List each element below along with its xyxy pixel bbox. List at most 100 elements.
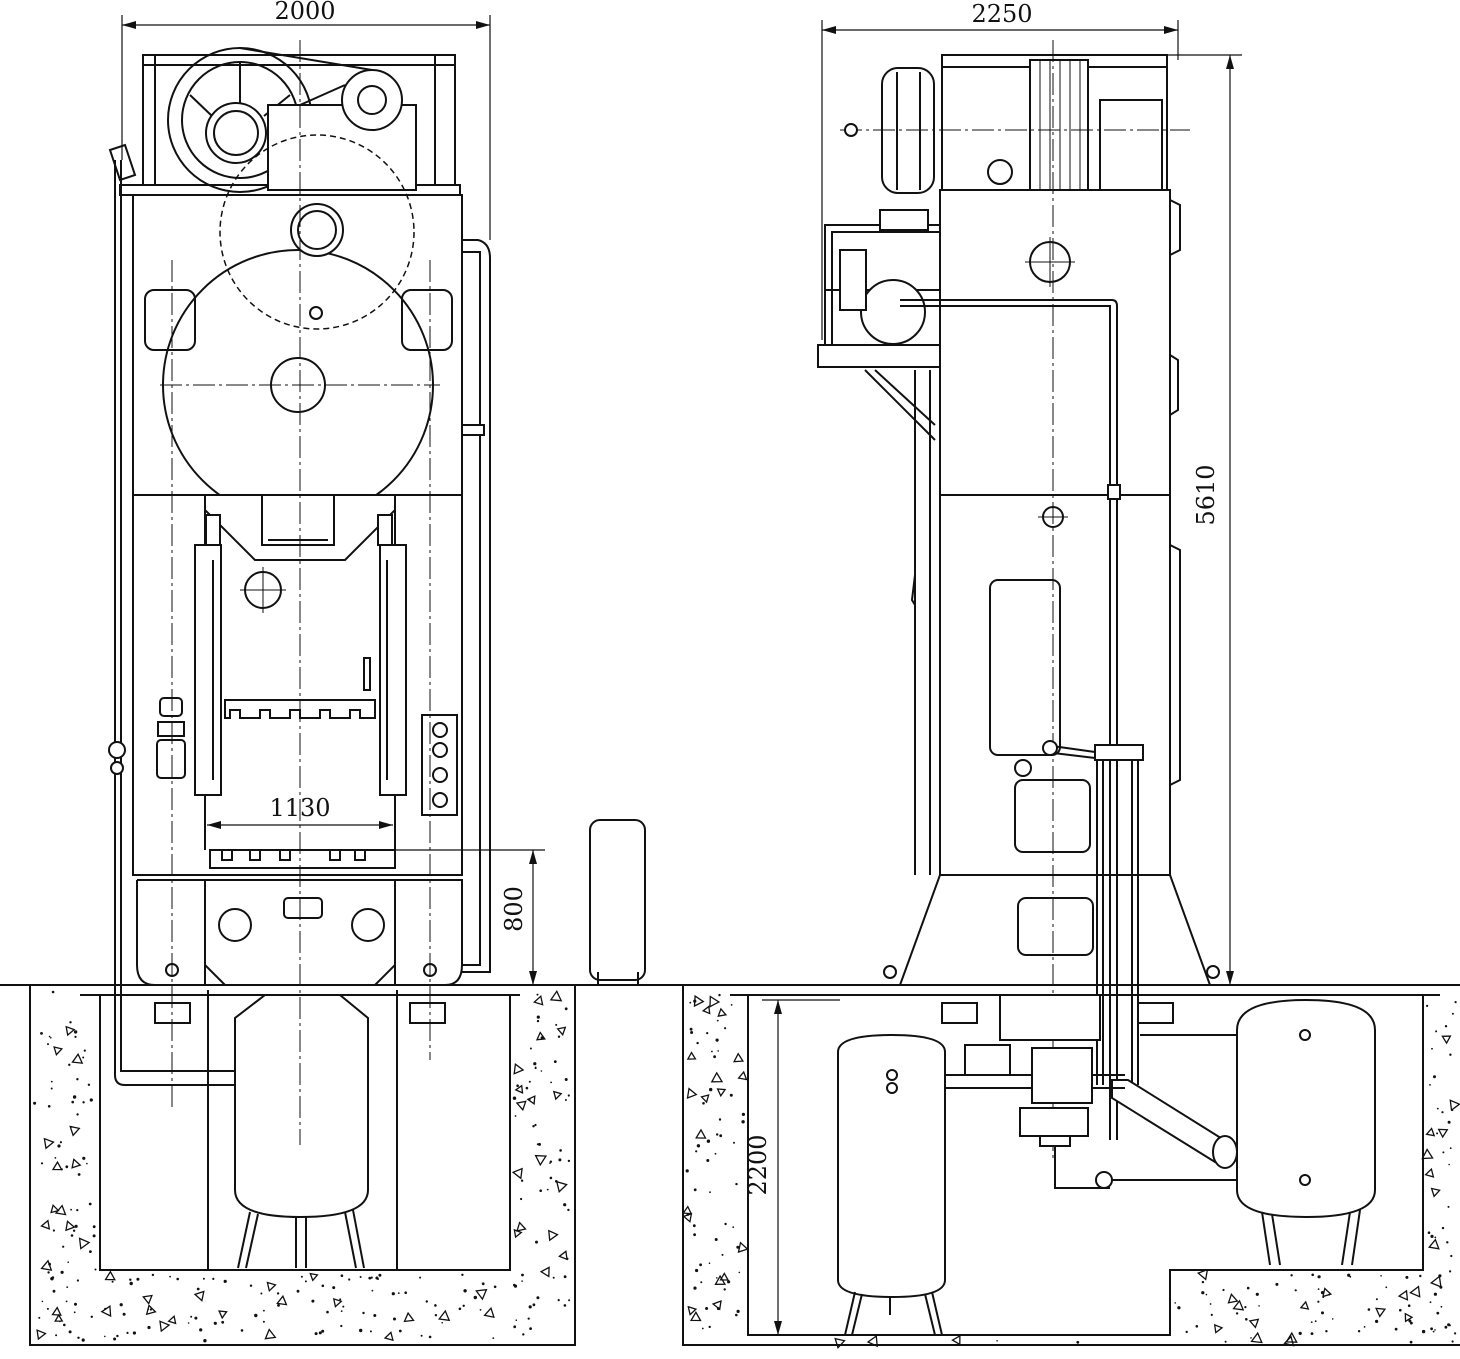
concrete-speck xyxy=(1255,1292,1259,1296)
concrete-aggregate xyxy=(700,1094,710,1104)
concrete-speck xyxy=(533,1062,537,1066)
concrete-speck xyxy=(187,1322,190,1324)
concrete-aggregate xyxy=(1283,1335,1295,1347)
concrete-speck xyxy=(736,1309,740,1313)
concrete-speck xyxy=(693,1233,696,1237)
concrete-aggregate xyxy=(483,1306,495,1319)
concrete-aggregate xyxy=(65,1220,76,1232)
concrete-speck xyxy=(707,1159,709,1161)
concrete-speck xyxy=(373,1314,377,1317)
concrete-speck xyxy=(63,1323,66,1327)
concrete-speck xyxy=(119,1303,123,1307)
concrete-speck xyxy=(72,1095,77,1099)
concrete-speck xyxy=(76,1113,79,1116)
concrete-aggregate xyxy=(1227,1293,1239,1304)
concrete-speck xyxy=(40,1162,44,1165)
gib-right xyxy=(379,544,407,796)
concrete-speck xyxy=(1185,1330,1188,1334)
concrete-aggregate xyxy=(866,1334,878,1348)
concrete-speck xyxy=(1177,1306,1181,1310)
concrete-speck xyxy=(567,1208,570,1212)
concrete-aggregate xyxy=(309,1272,319,1282)
concrete-aggregate xyxy=(1285,1331,1298,1343)
drive-motor xyxy=(239,47,417,191)
concrete-speck xyxy=(549,1160,553,1163)
concrete-speck xyxy=(87,1083,91,1087)
concrete-speck xyxy=(136,1277,140,1281)
concrete-speck xyxy=(1427,1231,1431,1234)
concrete-speck xyxy=(1201,1280,1205,1284)
concrete-speck xyxy=(72,1229,76,1232)
concrete-speck xyxy=(520,1197,523,1201)
concrete-aggregate xyxy=(145,1304,157,1316)
concrete-aggregate xyxy=(719,1272,730,1281)
concrete-speck xyxy=(86,1162,88,1165)
air-receiver-left xyxy=(837,1033,946,1336)
concrete-speck xyxy=(1440,1305,1443,1308)
concrete-aggregate xyxy=(711,1299,722,1311)
concrete-speck xyxy=(532,1303,536,1307)
concrete-speck xyxy=(304,1280,307,1283)
concrete-speck xyxy=(727,1280,731,1284)
concrete-speck xyxy=(113,1337,117,1341)
concrete-speck xyxy=(711,1050,713,1053)
concrete-aggregate xyxy=(1424,1167,1435,1178)
concrete-speck xyxy=(1449,1147,1452,1150)
concrete-aggregate xyxy=(54,1313,64,1322)
concrete-speck xyxy=(528,1305,532,1309)
concrete-speck xyxy=(70,1126,73,1128)
dim-label-front-width: 2000 xyxy=(274,0,335,25)
concrete-speck xyxy=(92,1234,96,1238)
concrete-speck xyxy=(696,1041,699,1045)
concrete-speck xyxy=(1435,1030,1438,1033)
concrete-speck xyxy=(1195,1325,1199,1328)
concrete-speck xyxy=(94,1268,97,1271)
concrete-speck xyxy=(716,1133,719,1136)
concrete-speck xyxy=(1385,1286,1388,1289)
concrete-speck xyxy=(55,1334,58,1337)
lubrication-tank xyxy=(589,819,646,981)
concrete-speck xyxy=(1320,1291,1325,1295)
concrete-aggregate xyxy=(50,1203,60,1214)
piping-side xyxy=(890,299,1305,1189)
concrete-speck xyxy=(1258,1305,1260,1307)
concrete-speck xyxy=(564,1007,568,1011)
motor-platform xyxy=(817,209,941,441)
concrete-aggregate xyxy=(552,1090,563,1101)
front-dimensions: 2000 1130 800 xyxy=(121,0,545,985)
concrete-speck xyxy=(563,1304,567,1307)
concrete-speck xyxy=(190,1315,193,1318)
concrete-aggregate xyxy=(834,1337,846,1349)
side-dimensions: 2250 5610 2200 xyxy=(744,0,1242,1336)
concrete-speck xyxy=(296,1289,300,1293)
concrete-aggregate xyxy=(1375,1307,1387,1318)
concrete-speck xyxy=(1294,1289,1297,1292)
concrete-speck xyxy=(420,1334,423,1337)
concrete-aggregate xyxy=(1441,1035,1452,1045)
concrete-speck xyxy=(393,1317,396,1321)
concrete-speck xyxy=(359,1276,362,1278)
concrete-speck xyxy=(1367,1308,1371,1311)
concrete-speck xyxy=(126,1331,129,1334)
concrete-aggregate xyxy=(549,990,563,1002)
concrete-speck xyxy=(89,1250,92,1253)
concrete-speck xyxy=(699,1263,702,1267)
concrete-speck xyxy=(76,1209,79,1212)
concrete-aggregate xyxy=(555,1180,568,1193)
concrete-speck xyxy=(57,1144,61,1148)
concrete-speck xyxy=(724,1222,727,1226)
column-side xyxy=(883,40,1220,1160)
concrete-speck xyxy=(77,1173,81,1176)
concrete-speck xyxy=(1433,1075,1436,1079)
concrete-speck xyxy=(463,1289,467,1293)
concrete-aggregate xyxy=(332,1297,343,1308)
concrete-speck xyxy=(263,1309,265,1312)
concrete-speck xyxy=(713,1055,716,1059)
concrete-speck xyxy=(741,1120,745,1124)
concrete-speck xyxy=(199,1328,203,1332)
concrete-speck xyxy=(528,1080,531,1083)
concrete-speck xyxy=(723,1288,726,1291)
concrete-speck xyxy=(563,1275,567,1279)
concrete-speck xyxy=(708,1262,711,1264)
concrete-speck xyxy=(73,1030,78,1034)
